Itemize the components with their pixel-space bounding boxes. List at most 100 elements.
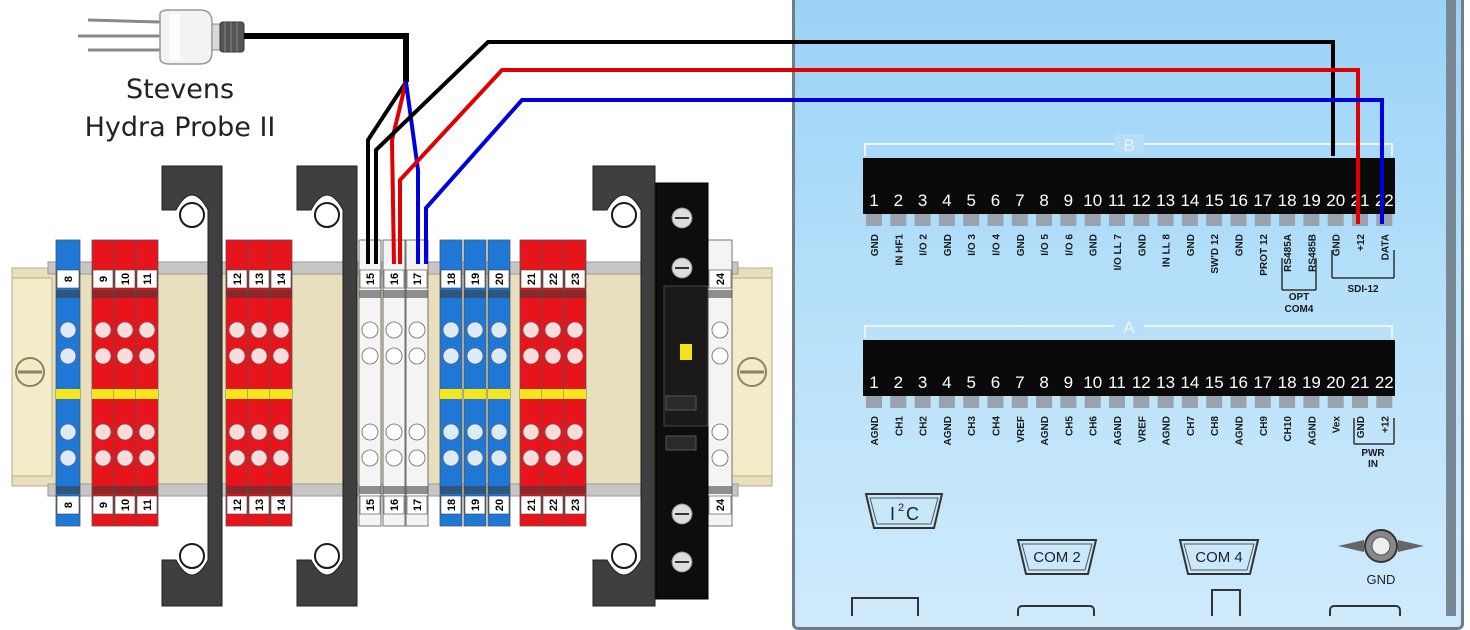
terminal-label: IN LL 8 [1162,234,1173,268]
terminal-block-13: 13 13 [247,239,271,527]
terminal-number: 13 [1156,191,1175,210]
i2c-label-i: I [890,504,895,524]
block-number-bottom: 12 [232,499,244,511]
block-number-bottom: 15 [365,499,377,511]
terminal-number: 19 [1302,191,1321,210]
screw-terminal [1254,214,1271,226]
group-pwr-label: PWR [1361,448,1385,459]
block-number-bottom: 13 [254,499,266,511]
screw-terminal [1303,396,1320,408]
block-number-bottom: 11 [142,499,154,511]
screw-terminal [1206,396,1223,408]
block-number-bottom: 17 [412,499,424,511]
gnd-label: GND [1367,572,1396,587]
block-number-bottom: 19 [470,499,482,511]
screw-terminal [1230,214,1247,226]
terminal-block-8: 88 [55,239,81,527]
screw-terminal [1036,396,1053,408]
screw-terminal [1011,214,1028,226]
block-number-top: 24 [715,272,727,285]
terminal-number: 10 [1083,191,1102,210]
block-number-top: 10 [120,273,132,285]
terminal-number: 16 [1229,191,1248,210]
terminal-label: CH3 [967,416,978,436]
probe-name-line2: Hydra Probe II [84,112,276,143]
terminal-number: 22 [1375,373,1394,392]
terminal-number: 17 [1253,373,1272,392]
block-number-top: 20 [494,273,506,285]
terminal-label: GND [1016,234,1027,256]
block-number-bottom: 22 [548,499,560,511]
terminal-label: AGND [1040,416,1051,445]
screw-terminal [1036,214,1053,226]
terminal-number: 7 [1015,373,1024,392]
block-number-bottom: 20 [494,499,506,511]
terminal-number: 11 [1108,373,1126,392]
terminal-number: 15 [1205,373,1224,392]
terminal-label: CH2 [919,416,930,436]
wire-red-to-b21 [398,68,1360,264]
block-number-top: 17 [412,273,424,285]
terminal-label: AGND [1162,416,1173,445]
screw-terminal [1084,396,1101,408]
terminal-number: 8 [1039,373,1048,392]
wire-probe-blue [404,81,420,264]
terminal-number: 4 [942,191,951,210]
terminal-number: 18 [1278,191,1297,210]
terminal-label: GND [1186,234,1197,256]
screw-terminal [866,214,882,226]
terminal-number: 5 [966,373,975,392]
terminal-number: 6 [991,373,1000,392]
terminal-number: 18 [1278,373,1297,392]
screw-terminal [1327,396,1344,408]
screw-terminal [938,396,955,408]
terminal-label: GND [1089,234,1100,256]
screw-terminal [1060,214,1077,226]
block-number-top: 8 [63,276,75,282]
block-number-bottom: 16 [389,499,401,511]
block-number-bottom: 21 [526,499,538,511]
terminal-label: CH5 [1064,416,1075,436]
terminal-number: 8 [1039,191,1048,210]
screw-terminal [987,214,1004,226]
terminal-number: 9 [1064,191,1073,210]
screw-terminal [1206,214,1223,226]
wire-probe-red [389,81,408,265]
group-com4-label: COM4 [1285,304,1314,315]
screw-terminal [1157,396,1174,408]
terminal-label: CH4 [992,416,1003,436]
i2c-label-2: 2 [898,502,904,514]
terminal-label: I/O 6 [1064,234,1075,256]
block-number-bottom: 18 [446,499,458,511]
terminal-number: 5 [966,191,975,210]
terminal-label: I/O 4 [992,234,1003,256]
screw-terminal [1376,396,1393,408]
block-number-top: 18 [446,273,458,285]
terminal-label: I/O 3 [967,234,978,256]
screw-terminal [1133,396,1150,408]
terminal-label: CH10 [1283,416,1294,442]
i2c-label-c: C [906,504,919,524]
block-number-bottom: 14 [276,498,288,511]
terminal-number: 16 [1229,373,1248,392]
com4-label: COM 4 [1195,549,1243,566]
terminal-label: CH6 [1089,416,1100,436]
block-number-top: 13 [254,273,266,285]
terminal-label: AGND [1235,416,1246,445]
terminal-number: 2 [894,191,903,210]
terminal-label: SW'D 12 [1210,234,1221,274]
com4-port: COM 4 [1178,539,1260,575]
terminal-label: CH1 [894,416,905,436]
terminal-label: RS485A [1283,234,1294,272]
screw-terminal [1133,214,1150,226]
wires [244,33,1384,265]
strip-a-letter: A [1123,318,1135,337]
terminal-number: 20 [1326,373,1345,392]
